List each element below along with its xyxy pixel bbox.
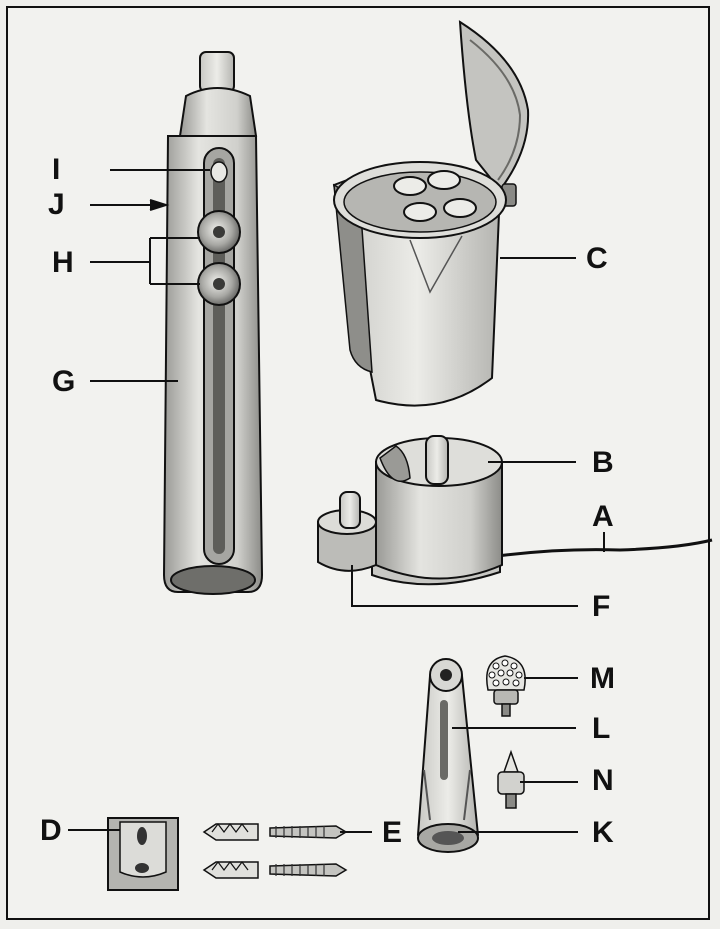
label-g: G xyxy=(52,365,76,398)
brush-head xyxy=(486,655,526,717)
leader-lines xyxy=(68,169,605,833)
label-e: E xyxy=(382,816,403,849)
label-a: A xyxy=(592,500,614,533)
diagram-frame xyxy=(6,6,710,920)
label-j: J xyxy=(48,188,65,221)
label-n: N xyxy=(592,764,614,797)
interdental-tip xyxy=(497,749,525,809)
label-f: F xyxy=(592,590,611,623)
label-c: C xyxy=(586,242,608,275)
toothbrush-handle xyxy=(162,51,264,595)
wall-bracket xyxy=(107,817,179,891)
label-d: D xyxy=(40,814,62,847)
label-m: M xyxy=(590,662,615,695)
charger-base xyxy=(317,435,713,586)
leader-j-arrow xyxy=(149,199,170,211)
label-k: K xyxy=(592,816,614,849)
wall-plugs-screws xyxy=(202,823,348,879)
brush-holder xyxy=(332,20,530,407)
leader-f xyxy=(351,565,578,607)
label-l: L xyxy=(592,712,611,745)
label-h: H xyxy=(52,246,74,279)
travel-case xyxy=(416,658,480,853)
label-i: I xyxy=(52,153,61,186)
label-b: B xyxy=(592,446,614,479)
leader-h-bracket xyxy=(149,237,200,285)
